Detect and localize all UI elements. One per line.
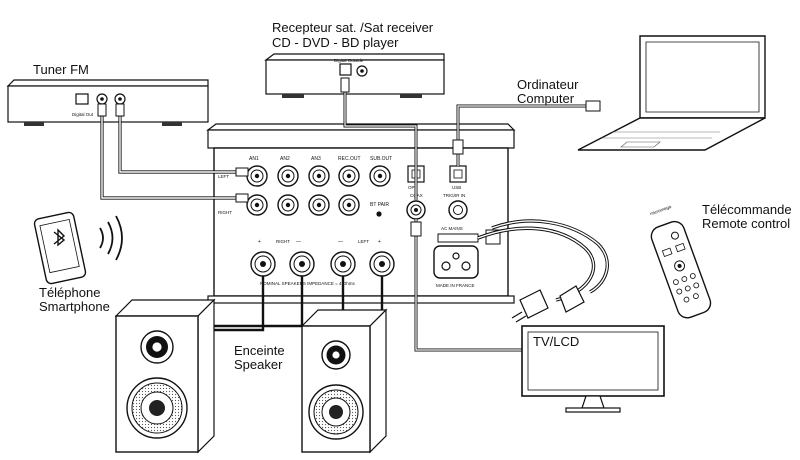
computer-label-line1: Ordinateur — [517, 77, 579, 92]
tuner-optical-port — [75, 93, 89, 105]
usb-label: USB — [452, 185, 461, 190]
tuner-fm-device: Digital Out — [6, 79, 209, 126]
optical-label: OPT — [408, 185, 418, 190]
bluetooth-icon — [53, 228, 66, 247]
phone-label-line1: Téléphone — [39, 285, 101, 300]
tuner-port-label: Digital Out — [72, 112, 94, 117]
right-plus-label: + — [258, 239, 261, 245]
smartphone — [33, 211, 123, 285]
bt-pair-label: BT PAIR — [370, 202, 389, 208]
laptop-computer — [577, 35, 766, 151]
remote-brand-label: micromega — [649, 204, 672, 216]
receiver-coax-port — [339, 63, 352, 76]
fuse-slot — [437, 233, 479, 243]
speaker-label-line2: Speaker — [234, 357, 283, 372]
power-cord — [477, 219, 609, 323]
port-label-an2: AN2 — [280, 156, 290, 162]
ac-inlet — [433, 245, 479, 279]
remote-label-line1: Télécommande — [702, 202, 792, 217]
computer-label-line2: Computer — [517, 91, 575, 106]
receiver-label-line1: Recepteur sat. /Sat receiver — [272, 20, 434, 35]
remote-label-line2: Remote control — [702, 216, 791, 231]
left-terminal-label: LEFT — [358, 239, 369, 244]
right-terminal-label: RIGHT — [276, 239, 290, 244]
amplifier-back-panel: AN1 AN2 AN3 REC.OUT SUB.OUT LEFT RIGHT B… — [206, 123, 516, 304]
left-plus-label: + — [378, 239, 381, 245]
amp-left-label: LEFT — [218, 174, 229, 179]
tv-monitor — [521, 325, 665, 413]
trig-label: TRIG/IR IN — [443, 193, 465, 198]
receiver-port-label: Digital Outside — [334, 58, 364, 63]
sat-receiver-device: Digital Outside — [264, 53, 445, 98]
bt-pair-button — [376, 211, 382, 217]
impedance-label: NOMINAL SPEAKERS IMPEDANCE = 4 Ohms — [260, 281, 355, 286]
receiver-label-line2: CD - DVD - BD player — [272, 35, 399, 50]
tuner-label: Tuner FM — [33, 62, 89, 77]
tv-label: TV/LCD — [533, 334, 580, 349]
remote-control — [650, 220, 712, 319]
speaker-right — [114, 298, 216, 454]
speaker-label-line1: Enceinte — [234, 343, 285, 358]
rca-row-bottom — [246, 194, 360, 216]
port-label-rec-out: REC.OUT — [338, 156, 361, 162]
left-minus-label: — — [338, 239, 343, 245]
made-in-label: MADE IN FRANCE — [436, 283, 475, 288]
ac-mains-label: AC MAINS — [441, 226, 463, 231]
right-minus-label: — — [296, 239, 301, 245]
port-label-an3: AN3 — [311, 156, 321, 162]
port-label-sub-out: SUB.OUT — [370, 156, 392, 162]
port-label-an1: AN1 — [249, 156, 259, 162]
phone-label-line2: Smartphone — [39, 299, 110, 314]
speaker-left — [300, 308, 388, 454]
amp-right-label: RIGHT — [218, 210, 232, 215]
rca-row-top — [246, 165, 391, 187]
wireless-signal-icon — [99, 215, 123, 261]
